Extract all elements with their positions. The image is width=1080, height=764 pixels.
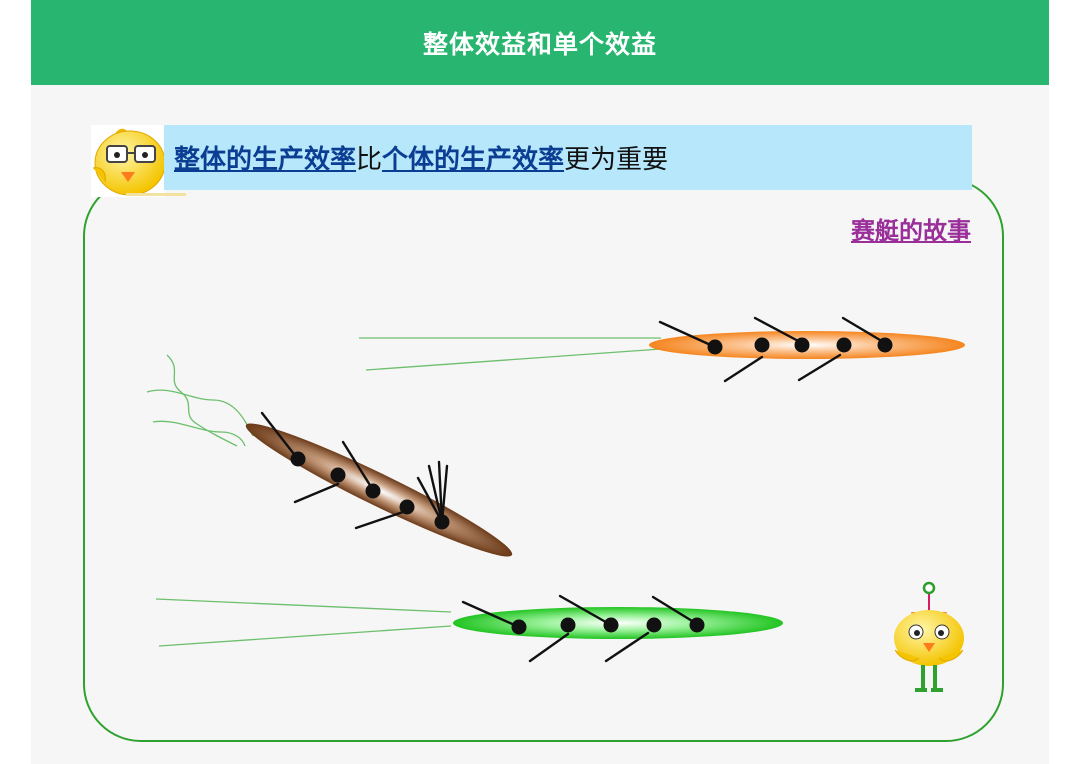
more-important-text: 更为重要: [564, 145, 669, 175]
individual-efficiency-link[interactable]: 个体的生产效率: [382, 145, 565, 175]
slide: 整体效益和单个效益: [31, 0, 1049, 764]
green-boat: [155, 594, 783, 663]
rowing-story-link[interactable]: 赛艇的故事: [851, 217, 971, 245]
brown-boat: [146, 354, 513, 557]
orange-boat: [359, 316, 965, 383]
cartoon-robot-chick-icon: [894, 581, 964, 692]
rowing-scene: [91, 125, 965, 692]
headline-banner: 整体的生产效率 比 个体的生产效率 更为重要: [164, 125, 972, 190]
page-title: 整体效益和单个效益: [422, 29, 657, 59]
cartoon-chick-with-glasses-icon: [91, 125, 186, 197]
compare-word: 比: [356, 145, 383, 175]
overall-efficiency-link[interactable]: 整体的生产效率: [174, 145, 357, 175]
header-bar: 整体效益和单个效益: [31, 0, 1049, 85]
